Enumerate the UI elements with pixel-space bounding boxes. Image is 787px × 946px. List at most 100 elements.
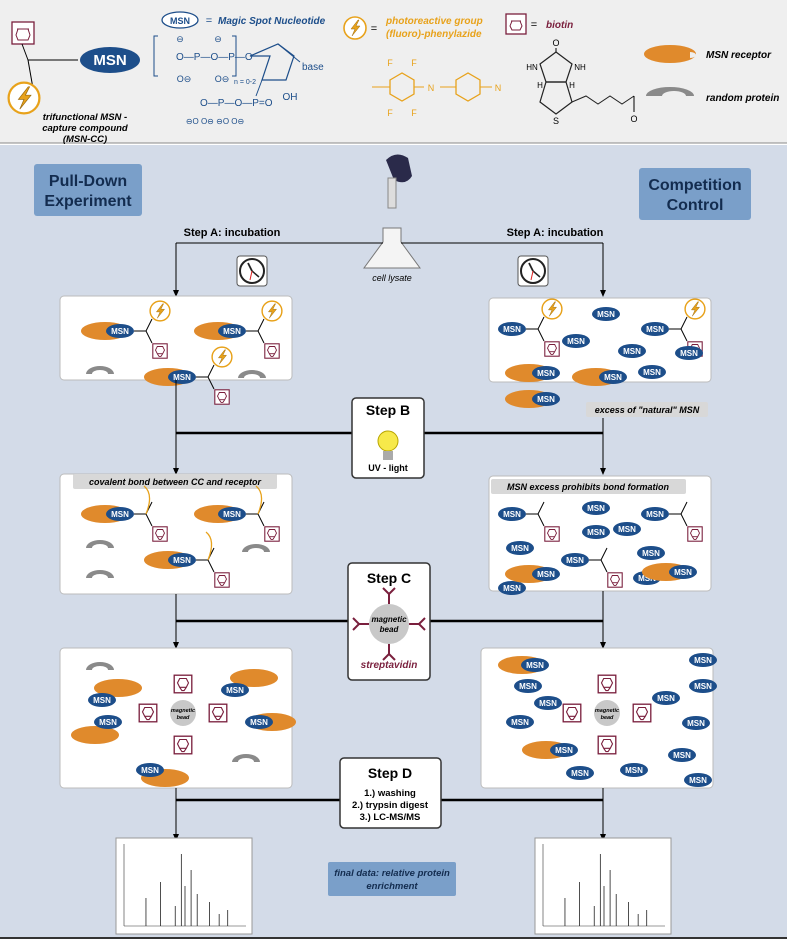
cc-linker	[680, 316, 688, 330]
step-d-box	[339, 757, 442, 829]
flask-icon	[363, 227, 421, 269]
msn-label: MSN	[555, 746, 573, 755]
o-label: O	[630, 114, 637, 124]
s-label: S	[553, 116, 559, 126]
biotin-icon	[505, 13, 527, 35]
trifunctional-text: trifunctional MSN -	[43, 112, 127, 123]
biotin-icon	[173, 674, 193, 694]
cc-linker	[145, 318, 153, 332]
msn-ellipse	[599, 370, 627, 384]
nh-label: NH	[574, 63, 586, 72]
biotin-icon	[138, 703, 158, 723]
msn-label: MSN	[226, 686, 244, 695]
msn-label: MSN	[223, 510, 241, 519]
cc-linker	[680, 501, 688, 515]
random-protein	[646, 87, 694, 96]
streptavidin-label: streptavidin	[361, 660, 418, 671]
random-label: random protein	[706, 93, 779, 104]
biotin-icon	[687, 526, 703, 542]
bulb-icon	[377, 430, 399, 452]
cc-linker	[257, 513, 265, 527]
bead-label: bead	[177, 715, 190, 721]
title-left: Pull-Down	[49, 173, 127, 190]
equals-sign: =	[371, 23, 377, 35]
biotin-ring	[539, 51, 573, 83]
streptavidin-icon	[382, 644, 396, 661]
msn-label: MSN	[643, 368, 661, 377]
msn-ellipse	[613, 522, 641, 536]
msn-label: MSN	[642, 549, 660, 558]
biotin-icon	[607, 572, 623, 588]
n-range: n = 0-2	[234, 79, 256, 86]
msn-ellipse	[689, 679, 717, 693]
msn-label: MSN	[173, 556, 191, 565]
msn-ellipse	[620, 763, 648, 777]
msn-ellipse	[498, 322, 526, 336]
msn-ellipse	[88, 693, 116, 707]
msn-ellipse	[682, 716, 710, 730]
lightning-icon	[211, 346, 233, 368]
msn-label: MSN	[566, 556, 584, 565]
random-protein	[238, 370, 266, 378]
receptor-notch	[690, 52, 696, 58]
note-excess-box	[586, 402, 708, 417]
msn-ellipse	[534, 696, 562, 710]
charge: O⊖	[177, 74, 192, 84]
lightning-icon	[7, 81, 41, 115]
msn-ellipse	[638, 365, 666, 379]
lightning-icon	[149, 300, 171, 322]
msn-ellipse	[532, 392, 560, 406]
streptavidin-arm	[382, 644, 396, 661]
random-protein	[86, 366, 114, 374]
msn-ellipse	[684, 773, 712, 787]
msn-label: MSN	[223, 327, 241, 336]
msn-label: MSN	[604, 373, 622, 382]
final-data-box	[328, 862, 456, 896]
cc-linker	[537, 513, 545, 527]
msn-ellipse	[668, 748, 696, 762]
magnetic-bead	[170, 700, 196, 726]
note-covalent: covalent bond between CC and receptor	[89, 477, 262, 487]
trifunctional-text: capture compound	[42, 123, 128, 134]
f-label: F	[411, 108, 417, 118]
streptavidin-icon	[352, 617, 369, 631]
biotin-icon	[597, 735, 617, 755]
msn-label: MSN	[503, 584, 521, 593]
biotin-icon	[173, 735, 193, 755]
note-prohibits-box	[491, 479, 686, 494]
msn-label: MSN	[597, 310, 615, 319]
phosphate-chain: O—P—O—P=O	[200, 98, 273, 109]
bond	[277, 43, 301, 63]
oh-label: OH	[283, 92, 298, 103]
covalent-arc	[143, 485, 151, 515]
step-d-item: 3.) LC-MS/MS	[360, 812, 421, 823]
lightning-icon	[541, 298, 563, 320]
msn-ellipse	[669, 565, 697, 579]
msn-ellipse	[168, 553, 196, 567]
biotin-label: biotin	[546, 20, 573, 31]
msn-ellipse	[521, 658, 549, 672]
msn-label: MSN	[618, 525, 636, 534]
msn-label: MSN	[141, 766, 159, 775]
msn-ellipse	[566, 766, 594, 780]
bead-label: magnetic	[371, 615, 407, 624]
msn-label: MSN	[587, 504, 605, 513]
msn-ellipse	[582, 525, 610, 539]
msn-label: MSN	[694, 656, 712, 665]
msn-label: MSN	[638, 574, 656, 583]
msn-ellipse	[80, 47, 140, 73]
phosphate-chain: O—P—O—P—O	[176, 52, 253, 63]
msn-label: MSN	[503, 510, 521, 519]
photo-label: photoreactive group	[385, 16, 483, 27]
biotin-icon	[264, 526, 280, 542]
msn-ellipse	[582, 501, 610, 515]
random-protein	[86, 662, 114, 670]
cc-linker	[537, 501, 545, 515]
h-label: H	[569, 81, 575, 90]
msn-ellipse	[106, 324, 134, 338]
biotin-icon	[597, 674, 617, 694]
msn-label: MSN	[673, 751, 691, 760]
pipette	[387, 177, 397, 209]
title-right: Control	[667, 197, 724, 214]
msn-label: MSN	[625, 766, 643, 775]
